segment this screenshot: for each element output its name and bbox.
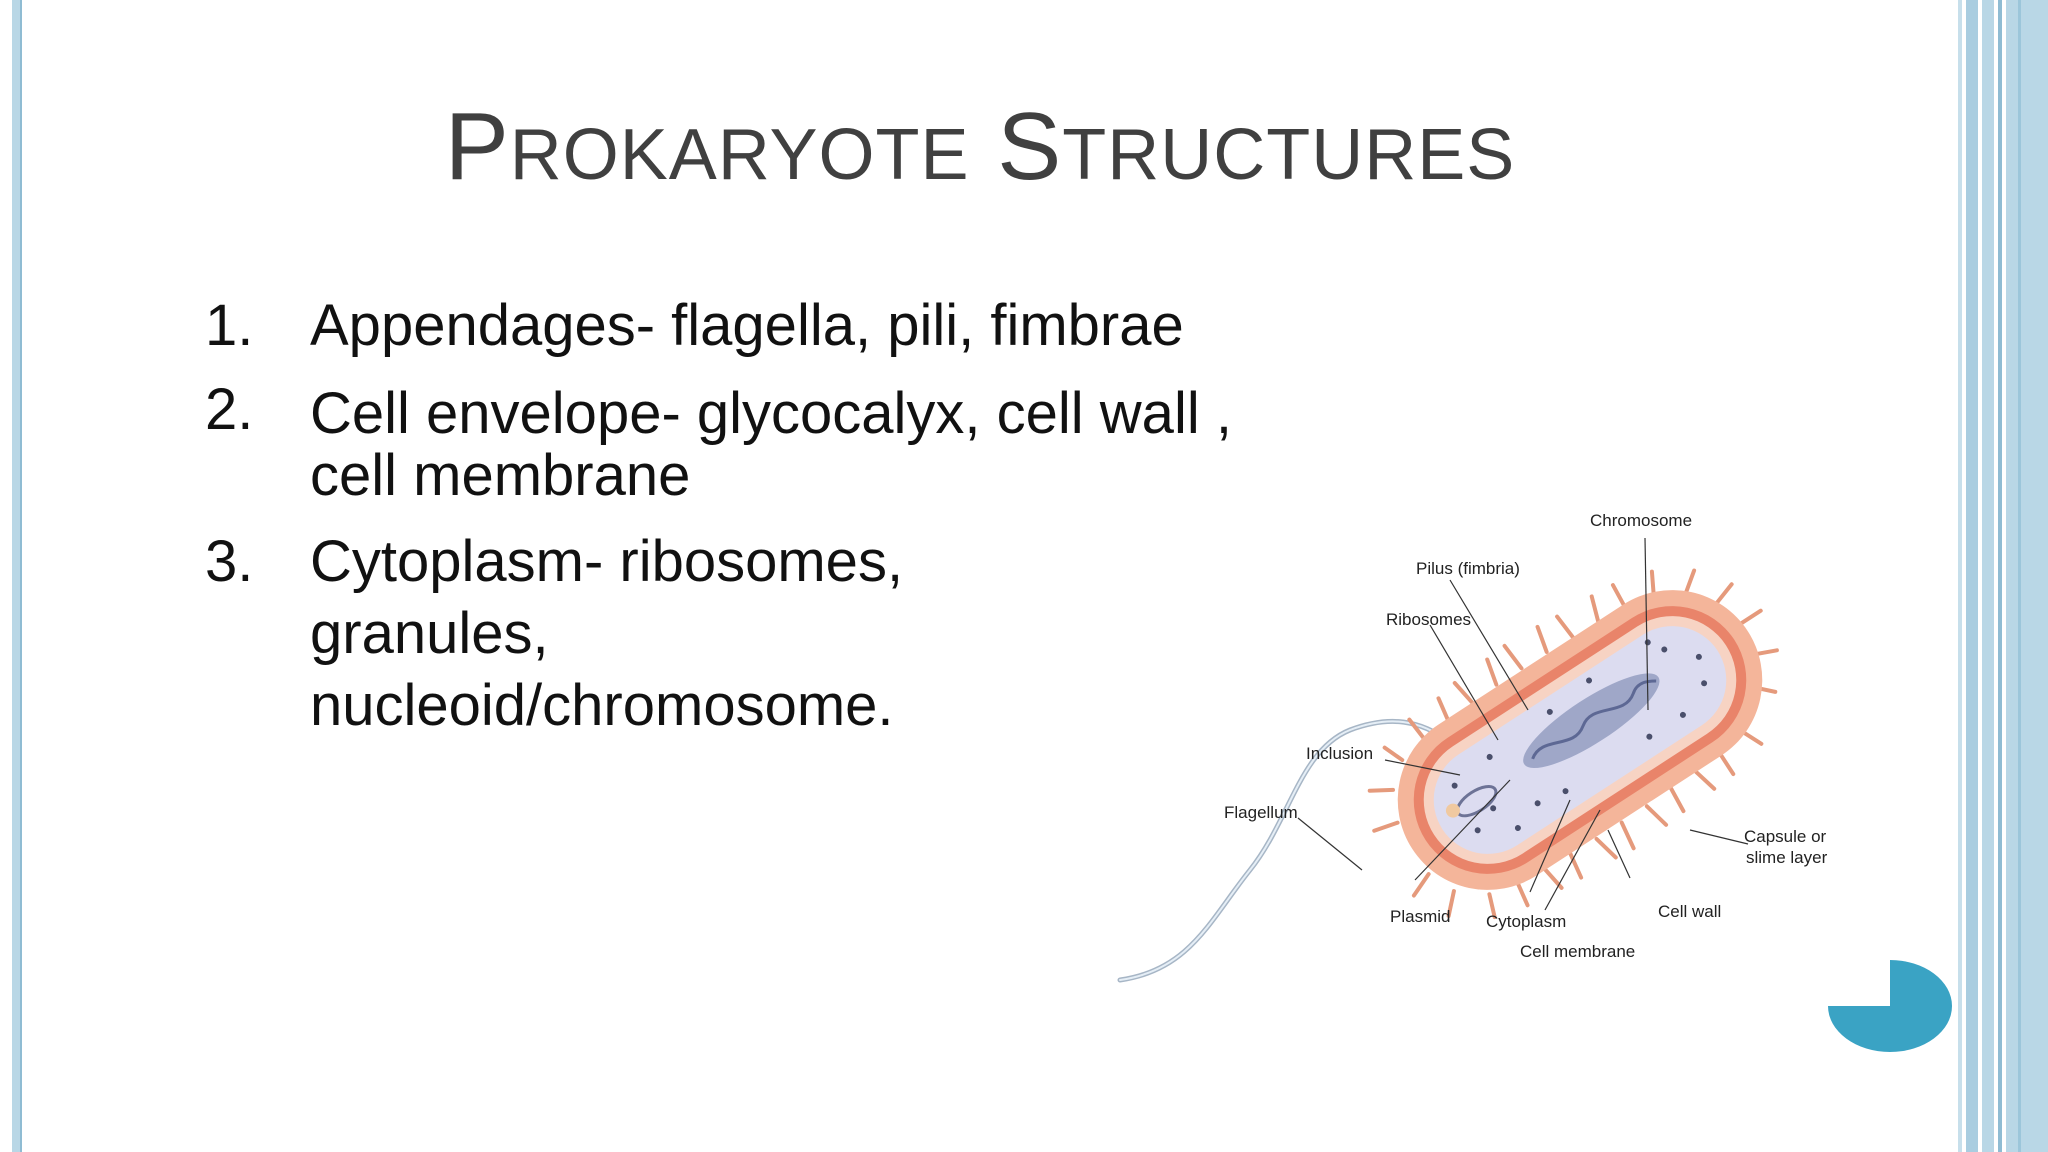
right-border-stripe-1 xyxy=(1966,0,1978,1152)
label-chromosome: Chromosome xyxy=(1590,511,1692,530)
label-capsule-2: slime layer xyxy=(1746,848,1828,867)
nucleoid-shape xyxy=(1523,673,1660,769)
right-border-line-2 xyxy=(1998,0,2002,1152)
list-text: nucleoid/chromosome. xyxy=(310,673,894,738)
list-text: granules, xyxy=(310,601,549,666)
label-capsule-1: Capsule or xyxy=(1744,827,1827,846)
list-number: 2. xyxy=(205,377,254,442)
list-text: Cell envelope- glycocalyx, cell wall , xyxy=(310,381,1232,446)
label-cytoplasm: Cytoplasm xyxy=(1486,912,1566,931)
right-border-line-3 xyxy=(2018,0,2021,1152)
label-pilus: Pilus (fimbria) xyxy=(1416,559,1520,578)
label-ribosomes: Ribosomes xyxy=(1386,610,1471,629)
title-initial-2: S xyxy=(997,93,1063,200)
label-leaders xyxy=(1297,537,1749,911)
title-word-2: TRUCTURES xyxy=(1062,115,1516,195)
list-text: Appendages- flagella, pili, fimbrae xyxy=(310,293,1184,358)
title-word-1: ROKARYOTE xyxy=(509,115,970,195)
left-border-line xyxy=(20,0,22,1152)
label-plasmid: Plasmid xyxy=(1390,907,1450,926)
ribosome-dots xyxy=(1451,639,1708,834)
flagellum-highlight xyxy=(1119,720,1451,981)
label-cell-membrane: Cell membrane xyxy=(1520,942,1635,961)
list-item: 1. Appendages- flagella, pili, fimbrae xyxy=(205,290,1305,362)
right-border-stripe-2 xyxy=(1982,0,1994,1152)
left-border-stripe xyxy=(12,0,20,1152)
list-text: cell membrane xyxy=(310,443,691,508)
teal-pie-accent xyxy=(1828,960,1952,1052)
inclusion-granule xyxy=(1445,803,1460,818)
list-text: Cytoplasm- ribosomes, xyxy=(310,529,904,594)
slide-title: PROKARYOTE STRUCTURES xyxy=(0,92,1960,202)
list-item: 2. Cell envelope- glycocalyx, cell wall … xyxy=(205,374,1305,512)
cell-body xyxy=(1367,568,1779,920)
chromosome-coil xyxy=(1531,679,1657,760)
label-cell-wall: Cell wall xyxy=(1658,902,1721,921)
structure-list: 1. Appendages- flagella, pili, fimbrae 2… xyxy=(205,290,1305,756)
label-inclusion: Inclusion xyxy=(1306,744,1373,763)
pili-spikes xyxy=(1367,568,1779,920)
right-border-line-1 xyxy=(1958,0,1962,1152)
prokaryote-cell-diagram: Chromosome Pilus (fimbria) Ribosomes Inc… xyxy=(1117,511,1828,983)
label-flagellum: Flagellum xyxy=(1224,803,1298,822)
title-initial-1: P xyxy=(444,93,510,200)
list-number: 1. xyxy=(205,293,254,358)
list-number: 3. xyxy=(205,529,254,594)
pie-shape xyxy=(1828,960,1952,1052)
list-item: 3. Cytoplasm- ribosomes, granules, nucle… xyxy=(205,526,1305,742)
right-border-stripe-3 xyxy=(2006,0,2048,1152)
